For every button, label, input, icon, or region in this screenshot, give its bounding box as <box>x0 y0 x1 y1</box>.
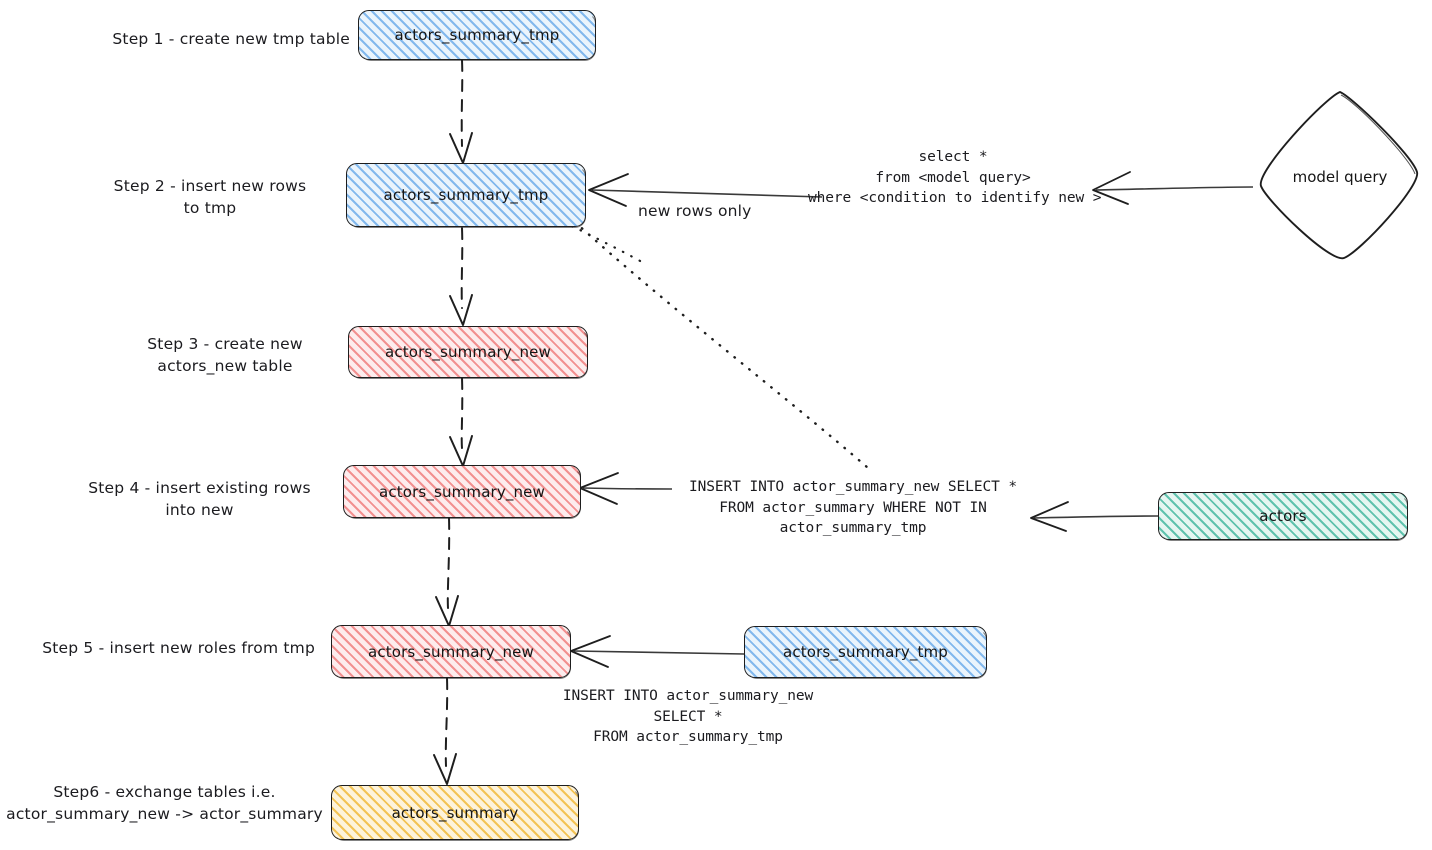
step-1-caption: Step 1 - create new tmp table <box>112 30 350 48</box>
node-label: actors_summary_tmp <box>394 26 560 44</box>
node-actors-summary-new-step4[interactable]: actors_summary_new <box>343 465 581 519</box>
connector-step2-insert-dotted <box>570 220 870 470</box>
connector-step2-step3 <box>449 227 473 326</box>
node-label: actors_summary <box>391 803 519 822</box>
node-label: actors_summary_tmp <box>783 643 948 661</box>
node-label: actors_summary_new <box>368 642 534 661</box>
model-query-diamond-shape <box>1260 91 1418 259</box>
node-actors-summary-tmp-step5[interactable]: actors_summary_tmp <box>744 626 987 679</box>
connector-sql-step2 <box>588 173 823 207</box>
step-4-caption: Step 4 - insert existing rows into new <box>88 479 311 519</box>
step-2-caption: Step 2 - insert new rows to tmp <box>113 177 307 217</box>
node-label: actors_summary_new <box>385 343 551 361</box>
connector-modelquery-sql <box>1092 171 1254 205</box>
connector-step5-step6 <box>433 677 457 785</box>
node-model-query[interactable]: model query <box>1261 92 1419 262</box>
node-label: actors <box>1259 507 1307 525</box>
node-actors-summary-new-step5[interactable]: actors_summary_new <box>331 625 571 679</box>
node-label: model query <box>1292 168 1388 186</box>
node-actors-summary-tmp-step1[interactable]: actors_summary_tmp <box>358 10 596 61</box>
node-actors-summary-new-step3[interactable]: actors_summary_new <box>348 326 588 379</box>
node-label: actors_summary_tmp <box>383 186 549 204</box>
step-5-caption: Step 5 - insert new roles from tmp <box>42 639 315 657</box>
annotation-model-query-sql: select * from <model query> where <condi… <box>808 149 1102 207</box>
step-6-caption: Step6 - exchange tables i.e. actor_summa… <box>6 783 323 823</box>
connector-tmp-step5 <box>570 635 745 668</box>
step-3-caption: Step 3 - create new actors_new table <box>147 335 303 375</box>
connector-step1-step2 <box>449 59 473 164</box>
node-actors-summary-tmp-step2[interactable]: actors_summary_tmp <box>346 163 586 228</box>
connector-step4-step5 <box>435 517 459 627</box>
node-actors[interactable]: actors <box>1158 492 1408 541</box>
node-label: actors_summary_new <box>379 482 545 501</box>
connector-step3-step4 <box>449 377 473 467</box>
node-actors-summary[interactable]: actors_summary <box>331 785 579 841</box>
annotation-insert-existing-sql: INSERT INTO actor_summary_new SELECT * F… <box>689 479 1017 537</box>
connector-actors-insertsql <box>1030 501 1159 532</box>
annotation-new-rows-only: new rows only <box>638 202 752 220</box>
annotation-insert-tmp-sql: INSERT INTO actor_summary_new SELECT * F… <box>562 688 814 746</box>
connector-insertsql-step4 <box>579 472 673 505</box>
